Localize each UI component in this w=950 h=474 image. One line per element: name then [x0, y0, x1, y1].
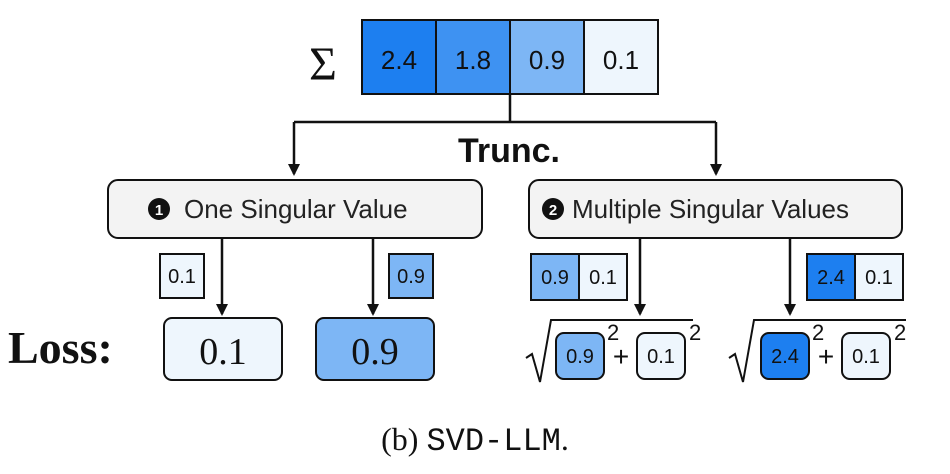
- svg-text:0.9: 0.9: [566, 346, 594, 368]
- caption: (b) SVD-LLM.: [381, 421, 569, 460]
- svg-text:0.9: 0.9: [397, 266, 425, 288]
- exponent: 2: [894, 320, 906, 345]
- branch-two-badge-number: 2: [549, 202, 557, 219]
- sigma-value-0: 2.4: [381, 45, 417, 75]
- svg-text:0.1: 0.1: [865, 267, 893, 289]
- sigma-value-3: 0.1: [603, 45, 639, 75]
- exponent: 2: [607, 320, 619, 345]
- sigma-symbol: Σ: [309, 38, 337, 91]
- removed-pair-two-right: 2.4 0.1: [806, 253, 904, 301]
- loss-box-one-right: 0.9: [315, 317, 435, 381]
- trunc-connector: [288, 94, 722, 176]
- loss-formula-two-right: 2.4 2 + 0.1 2: [728, 319, 906, 383]
- svg-text:2.4: 2.4: [817, 267, 845, 289]
- caption-suffix: .: [561, 421, 569, 457]
- caption-method: SVD-LLM: [426, 423, 560, 460]
- sqrt-sign: [525, 319, 693, 383]
- loss-term-0-9: [555, 332, 605, 380]
- svg-text:2.4: 2.4: [771, 346, 799, 368]
- branch-one-label: One Singular Value: [184, 194, 408, 224]
- sigma-vector: 2.4 1.8 0.9 0.1: [361, 19, 659, 95]
- removed-chip-one-right: 0.9: [388, 253, 434, 299]
- sigma-value-1: 1.8: [455, 45, 491, 75]
- trunc-label: Trunc.: [458, 132, 560, 170]
- loss-formula-two-left: 0.9 2 + 0.1 2: [525, 319, 701, 383]
- sigma-cell-2: [509, 19, 585, 95]
- branch-one-badge: [148, 198, 170, 220]
- svg-text:0.1: 0.1: [589, 267, 617, 289]
- loss-label: Loss:: [8, 322, 113, 373]
- branch-one-pill: 1 One Singular Value: [107, 179, 483, 239]
- svg-text:0.1: 0.1: [168, 266, 196, 288]
- sigma-cell-3: [583, 19, 659, 95]
- sigma-cell-0: [361, 19, 437, 95]
- caption-prefix: (b): [381, 421, 426, 457]
- exponent: 2: [812, 320, 824, 345]
- removed-chip-one-left: 0.1: [159, 253, 205, 299]
- sigma-cell-1: [435, 19, 511, 95]
- svg-text:0.1: 0.1: [199, 331, 247, 373]
- plus-sign: +: [613, 341, 629, 372]
- branch-two-label: Multiple Singular Values: [572, 194, 849, 224]
- exponent: 2: [689, 320, 701, 345]
- svg-text:0.1: 0.1: [852, 346, 880, 368]
- svg-text:0.9: 0.9: [351, 331, 399, 373]
- svg-text:0.1: 0.1: [647, 346, 675, 368]
- branch-two-badge: [542, 198, 564, 220]
- loss-term-0-1: [841, 332, 891, 380]
- removed-pair-two-left: 0.9 0.1: [530, 253, 628, 301]
- branch-two-pill: 2 Multiple Singular Values: [528, 179, 903, 239]
- loss-term-0-1: [636, 332, 686, 380]
- loss-box-one-left: 0.1: [163, 317, 283, 381]
- svg-text:0.9: 0.9: [541, 267, 569, 289]
- loss-term-2-4: [760, 332, 810, 380]
- branch-one-badge-number: 1: [155, 202, 163, 219]
- sigma-value-2: 0.9: [529, 45, 565, 75]
- sqrt-sign: [728, 319, 906, 383]
- plus-sign: +: [818, 341, 834, 372]
